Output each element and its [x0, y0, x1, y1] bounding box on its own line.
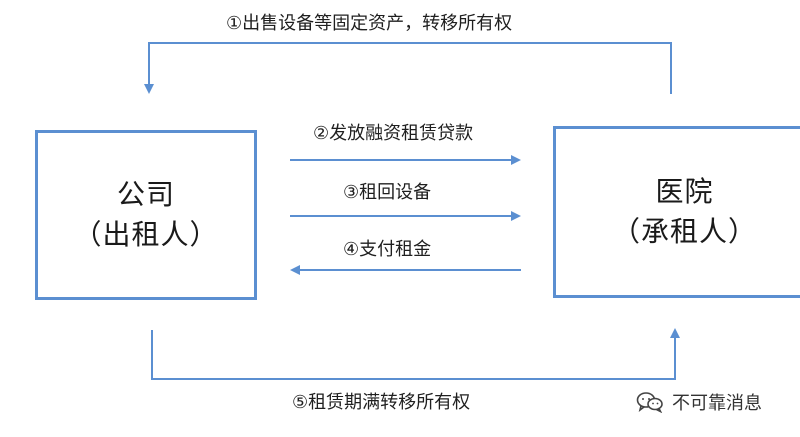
watermark: 不可靠消息 — [636, 389, 762, 415]
hospital-node: 医院 （承租人） — [553, 126, 800, 298]
flow-1-label: ①出售设备等固定资产，转移所有权 — [226, 13, 513, 34]
flow-1-arrow — [144, 42, 672, 94]
company-node: 公司 （出租人） — [35, 130, 257, 300]
wechat-icon — [636, 391, 664, 413]
hospital-subtitle: （承租人） — [611, 215, 757, 248]
flow-5-arrow — [151, 328, 680, 380]
flow-5-label: ⑤租赁期满转移所有权 — [292, 392, 471, 413]
flow-4-label: ④支付租金 — [343, 239, 432, 260]
company-title: 公司 — [116, 178, 175, 211]
company-subtitle: （出租人） — [73, 218, 219, 251]
flow-2-label: ②发放融资租赁贷款 — [313, 123, 474, 144]
watermark-text: 不可靠消息 — [672, 393, 762, 414]
flow-3-label: ③租回设备 — [343, 182, 432, 203]
hospital-title: 医院 — [655, 175, 714, 208]
